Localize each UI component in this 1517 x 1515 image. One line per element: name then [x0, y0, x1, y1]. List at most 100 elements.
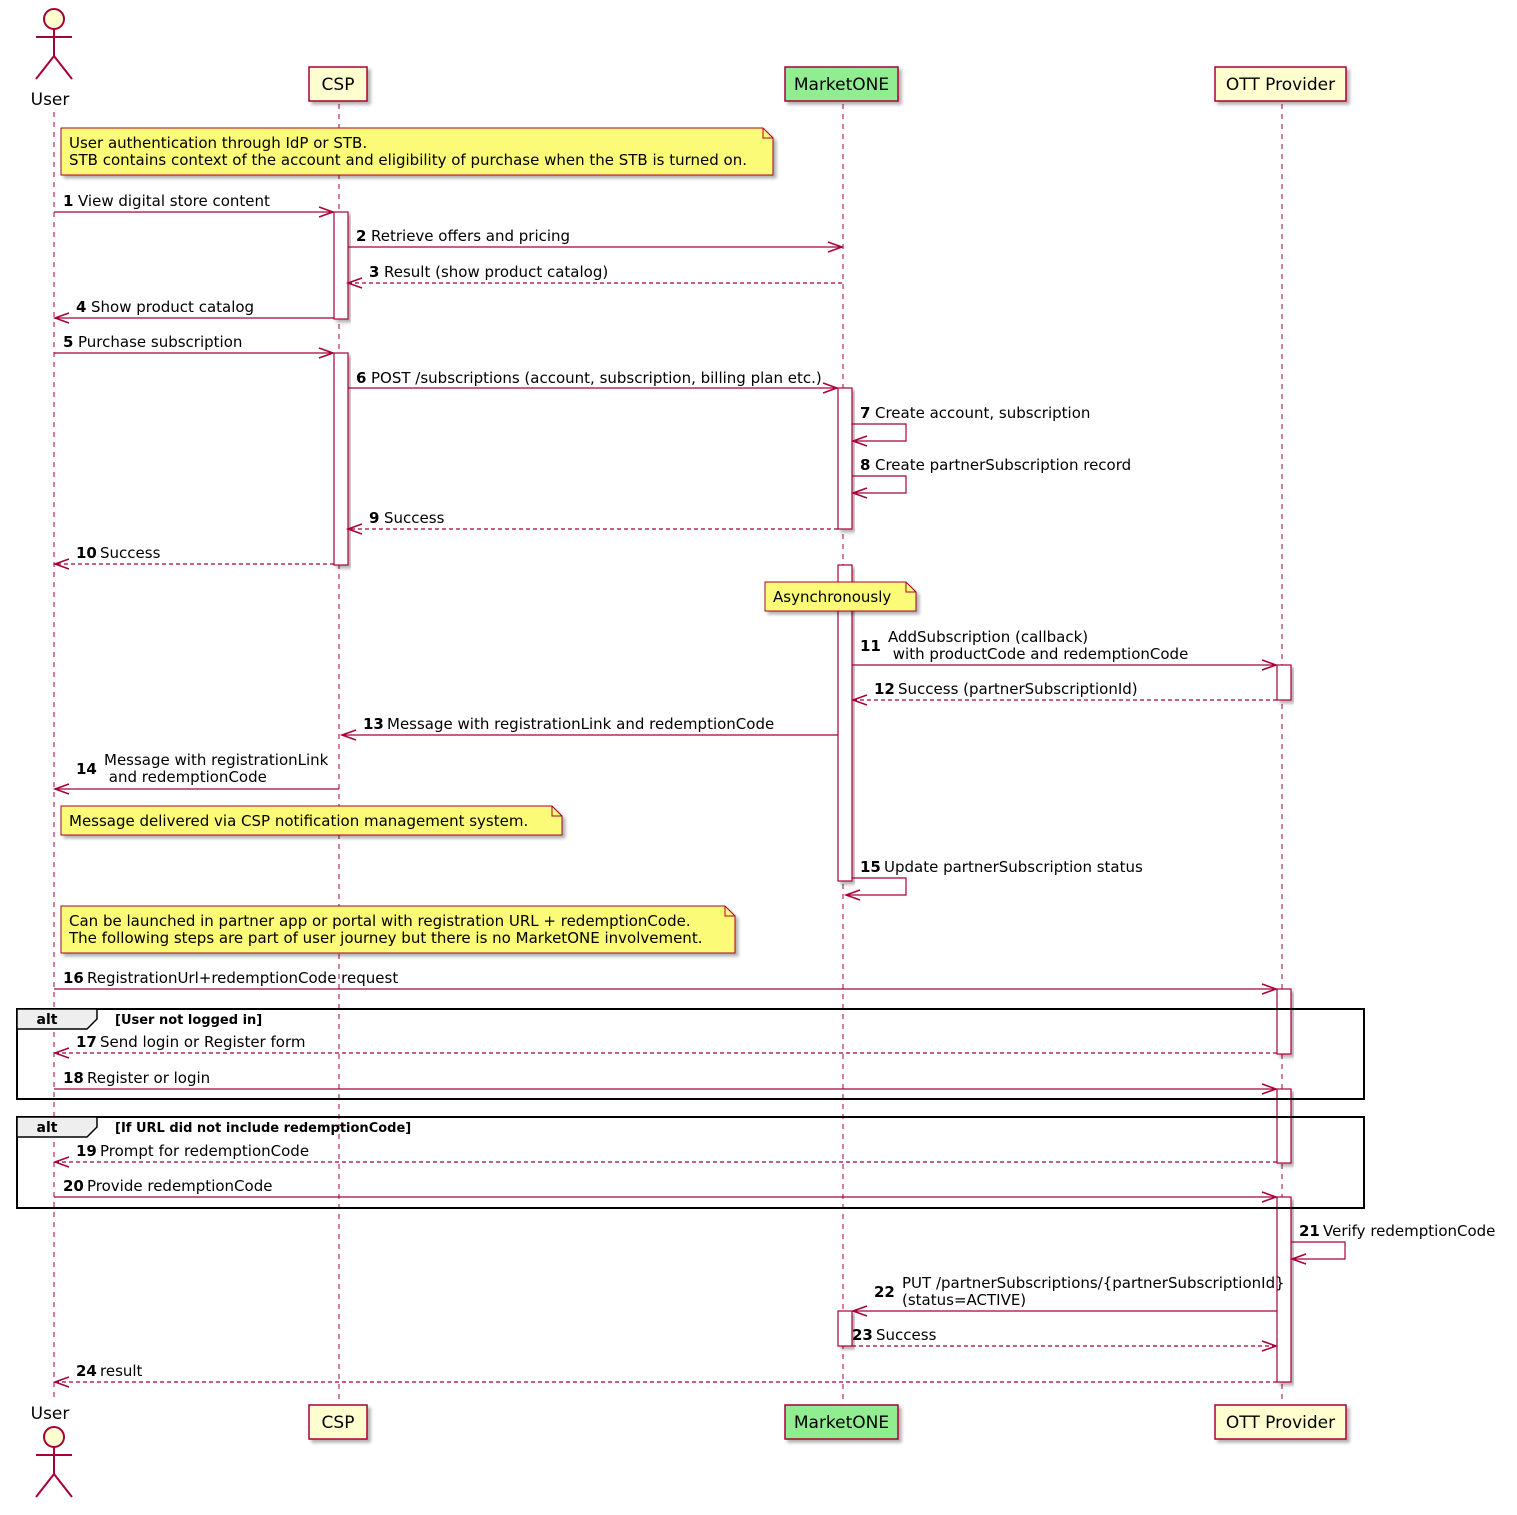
message-10-number: 10 [76, 544, 97, 562]
arrowhead [52, 312, 70, 324]
note-partner-launch [60, 905, 736, 954]
activation-bar [333, 211, 349, 320]
note-asynchronously-fold [905, 582, 916, 593]
message-12-label: Success (partnerSubscriptionId) [898, 680, 1138, 698]
arrowhead [318, 347, 336, 359]
arrowhead [52, 783, 70, 795]
arrowhead [850, 435, 868, 447]
activation-bar [1276, 988, 1292, 1055]
arrowhead [850, 694, 868, 706]
participant-m1-top [784, 66, 899, 102]
note-csp-notification [60, 805, 563, 836]
message-21-label: Verify redemptionCode [1323, 1222, 1495, 1240]
note-partner-launch-text: The following steps are part of user jou… [68, 929, 702, 947]
message-3-number: 3 [369, 263, 379, 281]
message-8-arrow [852, 475, 907, 494]
note-authentication [60, 127, 774, 176]
message-10-label: Success [100, 544, 161, 562]
note-authentication-text: User authentication through IdP or STB. [69, 134, 367, 152]
alt-fragment-login-keyword: alt [37, 1012, 58, 1028]
participant-ott-top [1214, 66, 1347, 102]
alt-fragment-login-tab [16, 1008, 98, 1030]
message-11-number: 11 [860, 637, 881, 655]
message-18-number: 18 [63, 1069, 84, 1087]
message-7-label: Create account, subscription [875, 404, 1090, 422]
arrowhead [850, 487, 868, 499]
message-6-label: POST /subscriptions (account, subscripti… [371, 369, 822, 387]
participant-label-user-bottom: User [31, 1404, 70, 1424]
message-19-label: Prompt for redemptionCode [100, 1142, 309, 1160]
participant-m1-bottom [784, 1404, 899, 1440]
arrowhead [1261, 1083, 1279, 1095]
note-csp-notification-fold [551, 806, 562, 817]
activation-bar [837, 1310, 853, 1347]
arrowhead [1289, 1253, 1307, 1265]
message-22-number: 22 [874, 1283, 895, 1301]
note-asynchronously-text: Asynchronously [773, 588, 891, 606]
message-3-label: Result (show product catalog) [384, 263, 608, 281]
participant-label-m1-top: MarketONE [794, 75, 889, 95]
alt-fragment-redemption-condition: [If URL did not include redemptionCode] [115, 1121, 411, 1136]
message-20-number: 20 [63, 1177, 84, 1195]
message-16-number: 16 [63, 969, 84, 987]
message-18-label: Register or login [87, 1069, 210, 1087]
arrowhead [843, 889, 861, 901]
arrowhead [52, 1376, 70, 1388]
message-2-number: 2 [356, 227, 366, 245]
alt-fragment-login [16, 1008, 1365, 1100]
arrowhead [345, 523, 363, 535]
arrowhead [52, 1047, 70, 1059]
message-4-number: 4 [76, 298, 86, 316]
participant-label-user-top: User [31, 90, 70, 110]
message-1-number: 1 [63, 192, 73, 210]
message-9-label: Success [384, 509, 445, 527]
participant-label-ott-bottom: OTT Provider [1226, 1413, 1335, 1433]
message-22-label: PUT /partnerSubscriptions/{partnerSubscr… [902, 1274, 1285, 1292]
message-15-label: Update partnerSubscription status [884, 858, 1143, 876]
actor-leg-left [35, 55, 55, 80]
note-csp-notification-text: Message delivered via CSP notification m… [69, 812, 528, 830]
message-19-number: 19 [76, 1142, 97, 1160]
participant-csp-top [308, 66, 368, 102]
activation-bar [837, 387, 853, 530]
alt-fragment-redemption-tab [16, 1116, 98, 1138]
note-partner-launch-text: Can be launched in partner app or portal… [69, 912, 691, 930]
arrowhead [52, 558, 70, 570]
actor-leg-left [35, 1473, 55, 1498]
actor-user-top-icon [35, 8, 73, 80]
arrowhead [318, 206, 336, 218]
message-7-number: 7 [860, 404, 870, 422]
message-16-label: RegistrationUrl+redemptionCode request [87, 969, 398, 987]
arrowhead [339, 729, 357, 741]
message-4-label: Show product catalog [91, 298, 254, 316]
note-authentication-text: STB contains context of the account and … [69, 151, 747, 169]
message-23-label: Success [876, 1326, 937, 1344]
message-8-number: 8 [860, 456, 870, 474]
arrowhead [1261, 983, 1279, 995]
message-8-label: Create partnerSubscription record [875, 456, 1131, 474]
message-17-number: 17 [76, 1033, 97, 1051]
message-15-arrow [846, 877, 907, 896]
participant-csp-bottom [308, 1404, 368, 1440]
message-14-label: and redemptionCode [104, 768, 267, 786]
arrowhead [822, 382, 840, 394]
note-partner-launch-fold [724, 906, 735, 917]
message-21-number: 21 [1299, 1222, 1320, 1240]
activation-bar [1276, 664, 1292, 701]
message-11-label: AddSubscription (callback) [888, 628, 1088, 646]
message-17-label: Send login or Register form [100, 1033, 305, 1051]
participant-label-csp-bottom: CSP [322, 1413, 355, 1433]
actor-head [43, 8, 65, 30]
message-15-number: 15 [860, 858, 881, 876]
message-22-label: (status=ACTIVE) [902, 1291, 1026, 1309]
participant-ott-bottom [1214, 1404, 1347, 1440]
message-14-number: 14 [76, 760, 97, 778]
message-14-label: Message with registrationLink [104, 751, 329, 769]
note-authentication-fold [762, 128, 773, 139]
activation-bar [837, 564, 853, 882]
actor-head [43, 1426, 65, 1448]
arrowhead [52, 1156, 70, 1168]
arrowhead [1261, 659, 1279, 671]
alt-fragment-redemption-keyword: alt [37, 1120, 58, 1136]
actor-leg-right [53, 1473, 73, 1498]
